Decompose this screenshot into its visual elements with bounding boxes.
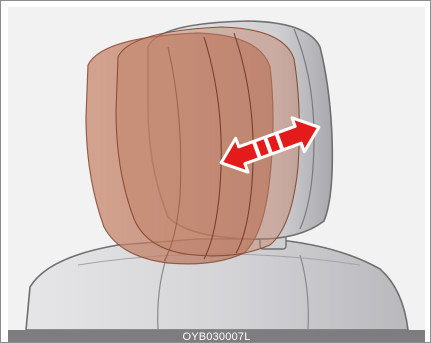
headrest-drawing [8, 7, 425, 330]
figure-code: OYB030007L [8, 330, 425, 343]
headrest-illustration [8, 7, 425, 330]
